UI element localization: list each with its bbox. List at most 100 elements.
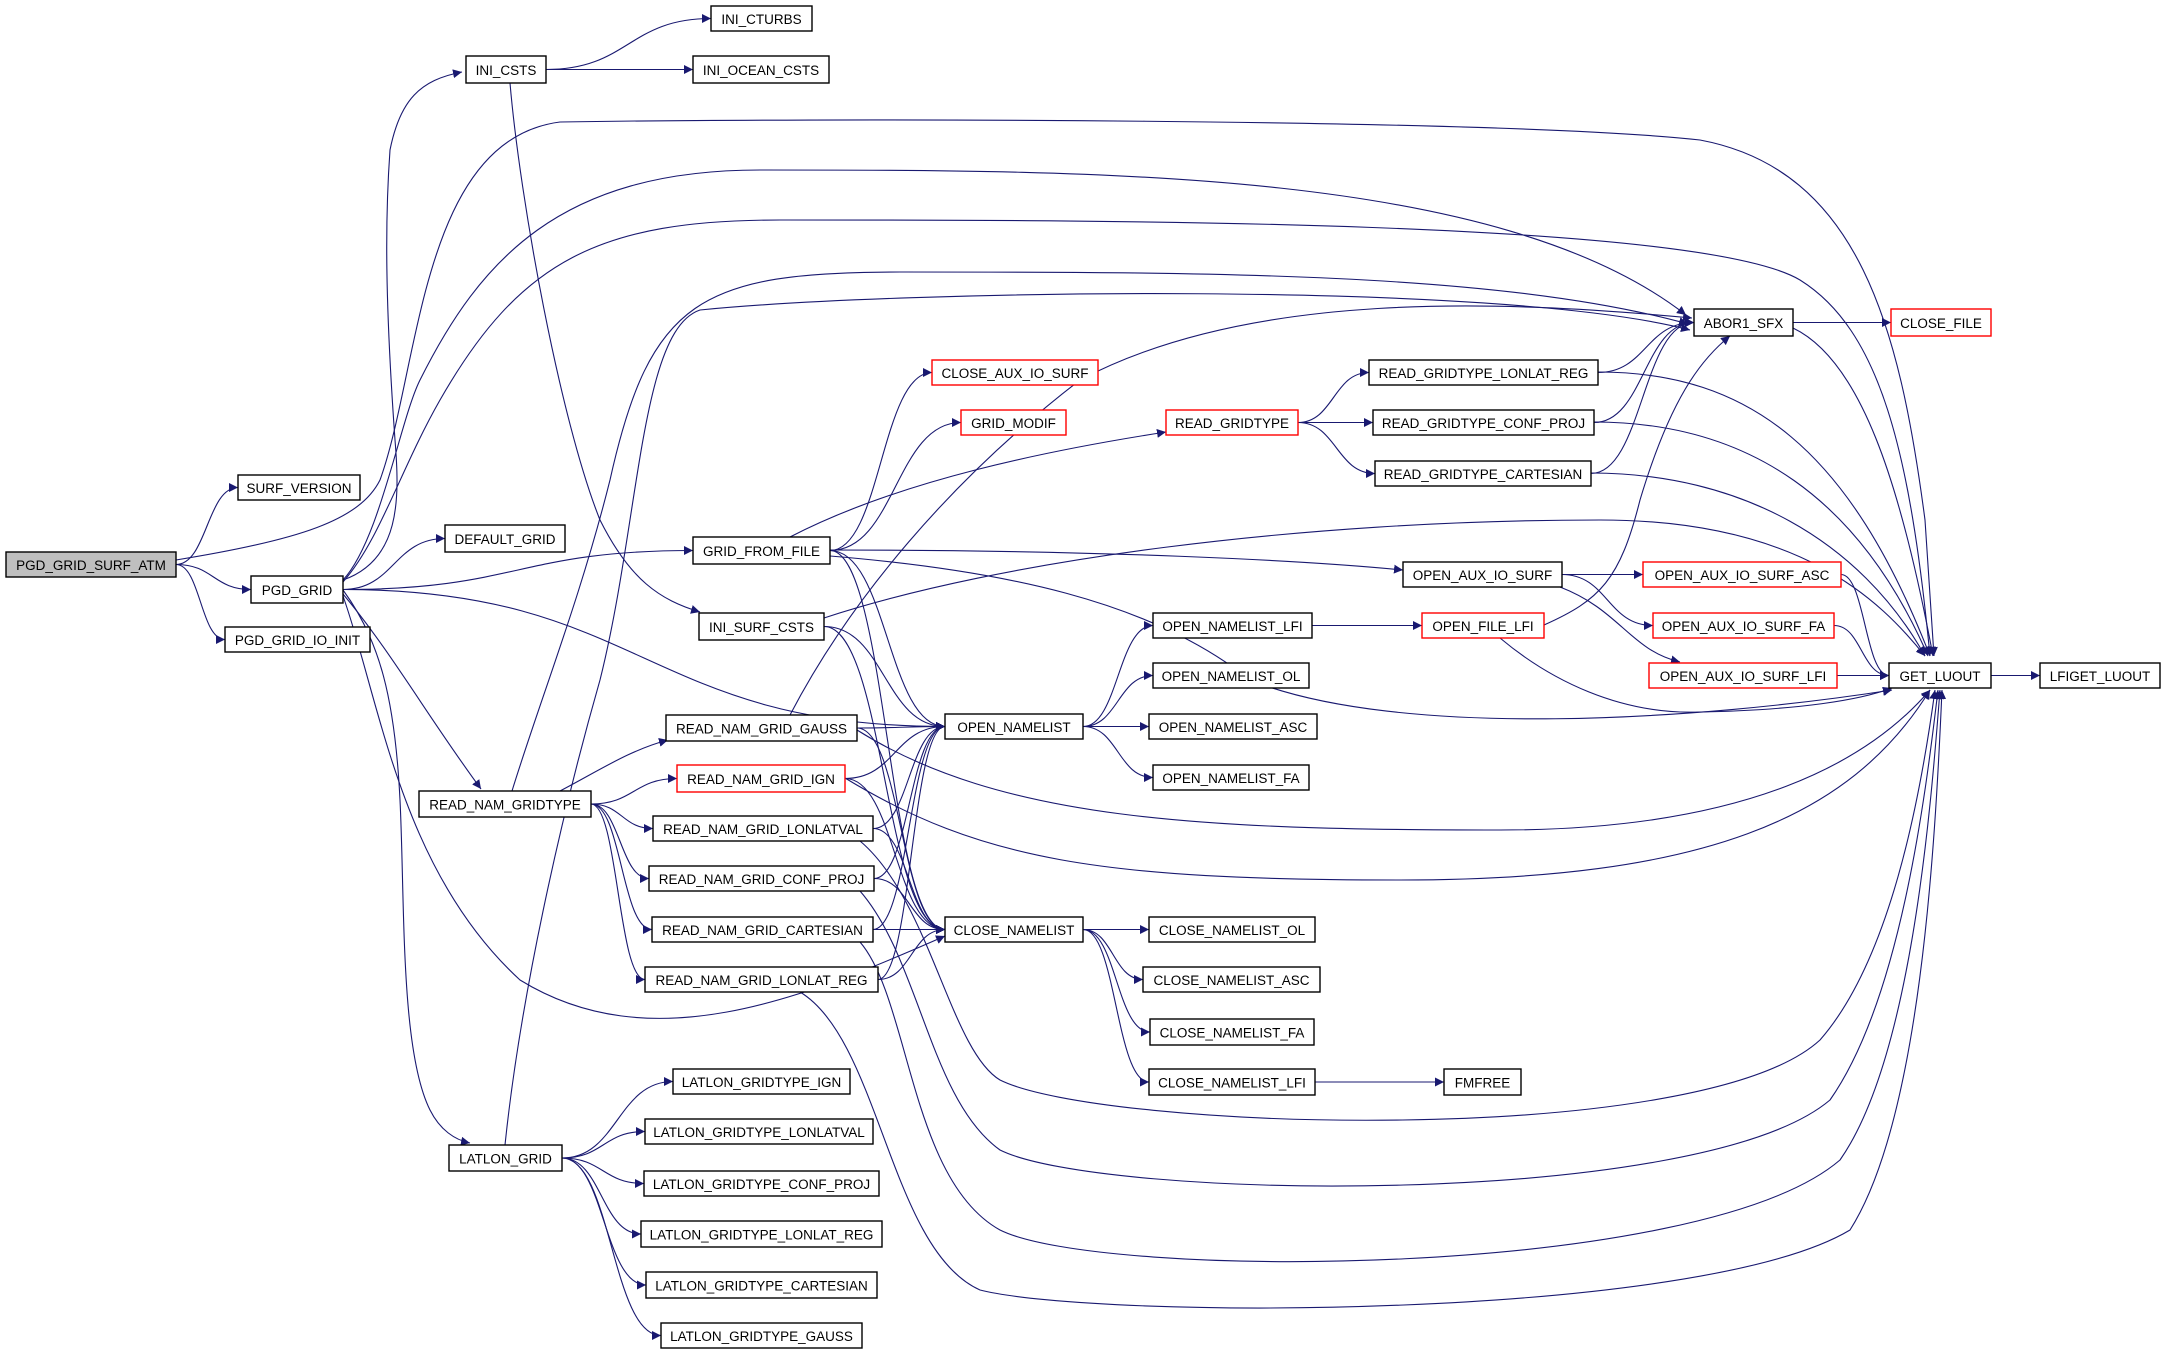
node-open-namelist-ol[interactable]: OPEN_NAMELIST_OL [1152,662,1310,689]
node-box[interactable] [224,626,371,653]
node-close-namelist-fa[interactable]: CLOSE_NAMELIST_FA [1149,1018,1315,1046]
node-box[interactable] [710,5,813,32]
node-latlon-gridtype-lonlatval[interactable]: LATLON_GRIDTYPE_LONLATVAL [644,1118,874,1145]
node-read-nam-grid-gauss[interactable]: READ_NAM_GRID_GAUSS [665,714,858,742]
node-box[interactable] [640,1220,883,1248]
node-box[interactable] [960,409,1067,436]
node-pgd-grid-io-init[interactable]: PGD_GRID_IO_INIT [224,626,371,653]
node-open-aux-io-surf-asc[interactable]: OPEN_AUX_IO_SURF_ASC [1642,561,1842,588]
node-read-nam-grid-ign[interactable]: READ_NAM_GRID_IGN [676,764,846,793]
node-read-nam-grid-lonlatval[interactable]: READ_NAM_GRID_LONLATVAL [652,815,874,842]
node-box[interactable] [448,1144,563,1172]
node-box[interactable] [444,524,566,553]
node-box[interactable] [1890,308,1992,337]
node-open-namelist-fa[interactable]: OPEN_NAMELIST_FA [1152,764,1310,791]
node-ini-cturbs[interactable]: INI_CTURBS [710,5,813,32]
node-box[interactable] [1374,460,1592,487]
node-read-gridtype-cartesian[interactable]: READ_GRIDTYPE_CARTESIAN [1374,460,1592,487]
node-latlon-gridtype-gauss[interactable]: LATLON_GRIDTYPE_GAUSS [660,1322,863,1349]
node-read-gridtype-lonlat-reg[interactable]: READ_GRIDTYPE_LONLAT_REG [1368,359,1599,386]
node-latlon-gridtype-lonlat-reg[interactable]: LATLON_GRIDTYPE_LONLAT_REG [640,1220,883,1248]
node-read-nam-grid-conf-proj[interactable]: READ_NAM_GRID_CONF_PROJ [648,865,875,892]
node-open-aux-io-surf-fa[interactable]: OPEN_AUX_IO_SURF_FA [1652,612,1835,639]
node-box[interactable] [643,1170,880,1197]
node-box[interactable] [1693,308,1794,337]
node-fmfree[interactable]: FMFREE [1443,1068,1522,1096]
node-box[interactable] [944,916,1084,943]
node-open-aux-io-surf-lfi[interactable]: OPEN_AUX_IO_SURF_LFI [1648,662,1838,689]
node-box[interactable] [644,1118,874,1145]
node-box[interactable] [1152,662,1310,689]
node-default-grid[interactable]: DEFAULT_GRID [444,524,566,553]
node-box[interactable] [1148,713,1318,740]
node-box[interactable] [5,551,177,578]
node-open-namelist-lfi[interactable]: OPEN_NAMELIST_LFI [1152,612,1313,639]
node-pgd-grid-surf-atm[interactable]: PGD_GRID_SURF_ATM [5,551,177,578]
node-box[interactable] [931,359,1099,386]
node-box[interactable] [652,815,874,842]
node-open-namelist-asc[interactable]: OPEN_NAMELIST_ASC [1148,713,1318,740]
node-get-luout[interactable]: GET_LUOUT [1888,662,1992,689]
node-box[interactable] [1165,409,1299,436]
node-box[interactable] [665,714,858,742]
node-read-nam-gridtype[interactable]: READ_NAM_GRIDTYPE [418,790,592,818]
node-pgd-grid[interactable]: PGD_GRID [250,575,344,604]
node-box[interactable] [1421,612,1545,639]
node-box[interactable] [645,1271,878,1299]
node-box[interactable] [1888,662,1992,689]
node-latlon-gridtype-conf-proj[interactable]: LATLON_GRIDTYPE_CONF_PROJ [643,1170,880,1197]
node-close-namelist-asc[interactable]: CLOSE_NAMELIST_ASC [1142,966,1321,993]
node-box[interactable] [1149,1018,1315,1046]
node-box[interactable] [1142,966,1321,993]
node-read-gridtype[interactable]: READ_GRIDTYPE [1165,409,1299,436]
node-read-nam-grid-cartesian[interactable]: READ_NAM_GRID_CARTESIAN [651,916,874,943]
node-box[interactable] [1642,561,1842,588]
node-lfiget-luout[interactable]: LFIGET_LUOUT [2039,662,2161,689]
node-ini-ocean-csts[interactable]: INI_OCEAN_CSTS [692,55,830,84]
node-close-namelist-ol[interactable]: CLOSE_NAMELIST_OL [1148,916,1316,943]
node-box[interactable] [672,1068,851,1095]
node-box[interactable] [2039,662,2161,689]
node-box[interactable] [698,612,825,641]
node-abor1-sfx[interactable]: ABOR1_SFX [1693,308,1794,337]
node-grid-modif[interactable]: GRID_MODIF [960,409,1067,436]
node-open-file-lfi[interactable]: OPEN_FILE_LFI [1421,612,1545,639]
node-grid-from-file[interactable]: GRID_FROM_FILE [692,536,831,565]
node-close-file[interactable]: CLOSE_FILE [1890,308,1992,337]
node-close-namelist[interactable]: CLOSE_NAMELIST [944,916,1084,943]
node-latlon-grid[interactable]: LATLON_GRID [448,1144,563,1172]
node-box[interactable] [1148,916,1316,943]
node-read-gridtype-conf-proj[interactable]: READ_GRIDTYPE_CONF_PROJ [1372,409,1595,436]
node-box[interactable] [250,575,344,604]
node-latlon-gridtype-cartesian[interactable]: LATLON_GRIDTYPE_CARTESIAN [645,1271,878,1299]
node-read-nam-grid-lonlat-reg[interactable]: READ_NAM_GRID_LONLAT_REG [644,966,879,993]
node-box[interactable] [418,790,592,818]
node-box[interactable] [651,916,874,943]
node-box[interactable] [465,55,547,84]
node-close-namelist-lfi[interactable]: CLOSE_NAMELIST_LFI [1148,1068,1316,1096]
node-ini-csts[interactable]: INI_CSTS [465,55,547,84]
node-box[interactable] [1152,764,1310,791]
node-box[interactable] [1443,1068,1522,1096]
node-box[interactable] [1648,662,1838,689]
node-surf-version[interactable]: SURF_VERSION [237,474,361,501]
node-box[interactable] [1652,612,1835,639]
node-box[interactable] [676,764,846,793]
node-box[interactable] [1152,612,1313,639]
node-box[interactable] [692,55,830,84]
node-box[interactable] [644,966,879,993]
node-box[interactable] [1402,561,1563,588]
node-box[interactable] [692,536,831,565]
node-box[interactable] [1372,409,1595,436]
node-box[interactable] [1368,359,1599,386]
node-open-namelist[interactable]: OPEN_NAMELIST [944,713,1084,740]
node-latlon-gridtype-ign[interactable]: LATLON_GRIDTYPE_IGN [672,1068,851,1095]
node-ini-surf-csts[interactable]: INI_SURF_CSTS [698,612,825,641]
node-box[interactable] [660,1322,863,1349]
node-box[interactable] [648,865,875,892]
node-box[interactable] [944,713,1084,740]
node-close-aux-io-surf[interactable]: CLOSE_AUX_IO_SURF [931,359,1099,386]
node-box[interactable] [1148,1068,1316,1096]
node-open-aux-io-surf[interactable]: OPEN_AUX_IO_SURF [1402,561,1563,588]
node-box[interactable] [237,474,361,501]
